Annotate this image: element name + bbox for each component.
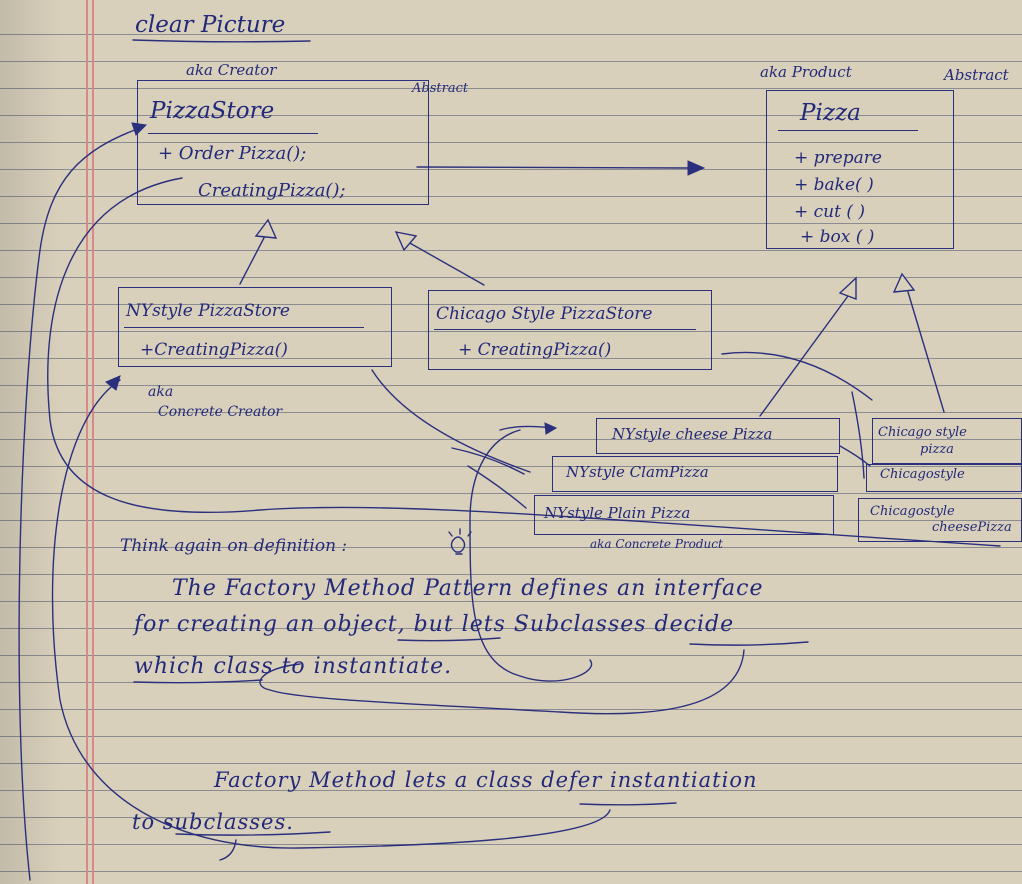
chicago-store-name: Chicago Style PizzaStore — [436, 304, 653, 324]
product-method-box: + box ( ) — [800, 227, 875, 247]
product-method-prepare: + prepare — [794, 148, 882, 168]
big-left-curve — [18, 127, 141, 881]
creator-method-creating: CreatingPizza(); — [198, 180, 346, 201]
creator-divider — [148, 133, 318, 134]
a-class-underline — [579, 802, 677, 806]
ny-cheese-pizza-box — [596, 418, 840, 454]
concrete-creator-aka: aka — [148, 384, 174, 400]
ny-product-inheritance-line — [759, 295, 849, 417]
association-line — [416, 166, 691, 169]
ny-store-inheritance-line — [239, 233, 267, 285]
concrete-product-aka: aka Concrete Product — [590, 537, 723, 551]
margin-line-inner — [92, 0, 94, 884]
chicago-pizza-2-label: Chicagostyle — [880, 467, 965, 482]
product-divider — [778, 130, 918, 131]
ny-plain-pizza-box — [534, 495, 834, 535]
creator-class-name: PizzaStore — [150, 98, 275, 124]
creator-loop-curve — [47, 177, 1001, 547]
product-aka-label: aka Product — [760, 63, 852, 81]
chicago-product-inheritance-line — [907, 291, 945, 413]
definition-line-3: which class to instantiate. — [134, 654, 453, 679]
ny-clam-pizza-label: NYstyle ClamPizza — [566, 463, 709, 481]
ny-store-name: NYstyle PizzaStore — [126, 301, 290, 321]
object-underline — [397, 637, 501, 642]
ny-plain-pizza-label: NYstyle Plain Pizza — [544, 504, 691, 522]
page-title: clear Picture — [135, 12, 286, 38]
ny-store-divider — [124, 327, 364, 328]
product-class-name: Pizza — [800, 100, 861, 126]
ny-store-box — [118, 287, 392, 367]
creator-box — [137, 80, 429, 205]
creator-abstract-label: Abstract — [412, 81, 469, 96]
ny-clam-pizza-box — [552, 456, 838, 492]
which-class-underline — [133, 679, 263, 684]
ny-product-inheritance-head — [838, 276, 857, 301]
subclasses-underline — [689, 641, 809, 646]
chicago-pizza-label: Chicago style — [878, 425, 967, 440]
chicago-store-inheritance-line — [407, 241, 485, 286]
think-note: Think again on definition : — [120, 536, 348, 556]
concrete-creator-label: Concrete Creator — [158, 404, 283, 420]
chicago-store-divider — [434, 329, 696, 330]
chicago-pizza-label-2: pizza — [920, 442, 954, 457]
ny-store-method: +CreatingPizza() — [140, 340, 288, 360]
chicago-cheese-pizza-label: Chicagostyle — [870, 504, 955, 519]
ny-cheese-pizza-label: NYstyle cheese Pizza — [612, 425, 773, 443]
title-underline — [132, 39, 311, 43]
creator-method-order: + Order Pizza(); — [158, 143, 307, 164]
product-box — [766, 90, 954, 249]
chicago-store-inheritance-head — [394, 231, 418, 252]
chicago-product-inheritance-head — [892, 272, 916, 293]
margin-line — [86, 0, 88, 884]
definition-line-2: for creating an object, but lets Subclas… — [134, 612, 735, 637]
product-method-cut: + cut ( ) — [794, 202, 866, 222]
ny-store-to-products-curve — [371, 369, 531, 473]
product-method-bake: + bake( ) — [794, 175, 874, 195]
lightbulb-icon — [448, 528, 472, 555]
chicago-store-box — [428, 290, 712, 370]
chicago-store-method: + CreatingPizza() — [458, 340, 612, 360]
interface-loop-curve — [469, 429, 593, 682]
summary-line-1: Factory Method lets a class defer instan… — [214, 768, 758, 792]
chicago-store-to-products-curve — [721, 351, 873, 401]
chicago-cheese-pizza-label-2: cheesePizza — [932, 520, 1012, 535]
subclasses-loop-curve — [259, 649, 745, 715]
concrete-creator-curve — [51, 379, 611, 849]
ny-store-inheritance-head — [254, 218, 278, 239]
tail-curve — [219, 839, 237, 861]
product-abstract-label: Abstract — [944, 66, 1009, 84]
association-arrowhead — [687, 160, 706, 176]
creator-aka-label: aka Creator — [186, 61, 277, 79]
definition-line-1: The Factory Method Pattern defines an in… — [172, 576, 764, 601]
summary-line-2: to subclasses. — [132, 810, 294, 834]
